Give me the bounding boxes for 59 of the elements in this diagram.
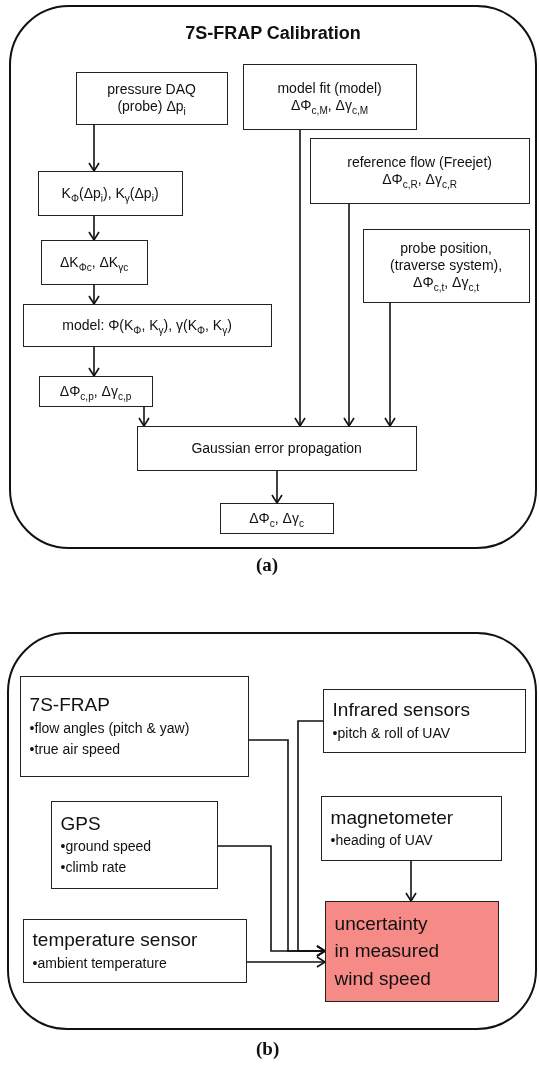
panel-frame (7, 632, 537, 1030)
process-box (320, 795, 502, 861)
arrow (88, 346, 100, 377)
box-text: reference flow (Freejet) (346, 153, 493, 171)
process-box (19, 675, 249, 777)
arrow (217, 845, 326, 957)
box-text: probe position, (traverse system), (389, 240, 504, 274)
arrow (405, 860, 417, 902)
result-box (324, 900, 499, 1002)
arrow (88, 215, 100, 241)
formula-text: ΔΦ$_{c,t}$, Δγ$_{c,t}$ (412, 274, 481, 291)
box-text: pressure DAQ (probe) Δp$_{i}$ (106, 81, 197, 115)
box-text: model: Φ(K$_{Φ}$, K$_{γ}$), γ(K$_{Φ}$, K$_{γ}$) (61, 316, 233, 334)
arrow (88, 284, 100, 305)
arrow (271, 470, 283, 504)
process-box (219, 502, 334, 534)
process-box (309, 137, 530, 204)
panel-title: 7S-FRAP Calibration (185, 23, 361, 45)
arrow (343, 203, 355, 427)
box-text: magnetometer (330, 805, 454, 830)
box-text: ΔΦ$_{c}$, Δγ$_{c}$ (248, 509, 305, 527)
bullet-text: •ambient temperature (32, 953, 167, 973)
process-box (22, 303, 272, 347)
bullet-text: •pitch & roll of UAV (332, 723, 451, 743)
formula-text: ΔΦ$_{c,M}$, Δγ$_{c,M}$ (290, 96, 370, 114)
arrow (384, 302, 396, 427)
arrow (88, 124, 100, 172)
arrow (294, 129, 306, 427)
panel-label: (b) (256, 1038, 280, 1060)
arrow (138, 406, 150, 427)
box-text: ΔK$_{Φc}$, ΔK$_{γc}$ (58, 253, 130, 271)
process-box (362, 228, 530, 303)
bullet-text: •ground speed (60, 837, 152, 857)
panel-label: (a) (256, 554, 279, 576)
panel-frame (9, 5, 537, 549)
bullet-text: •flow angles (pitch & yaw) (29, 718, 190, 738)
process-box (38, 375, 153, 407)
process-box (136, 425, 417, 471)
process-box (40, 239, 148, 285)
bullet-text: •climb rate (60, 858, 127, 878)
process-box (242, 63, 417, 130)
box-text: model fit (model) (276, 79, 383, 97)
box-text: temperature sensor (32, 928, 198, 953)
box-text: Gaussian error propagation (190, 439, 363, 457)
box-text: GPS (60, 811, 101, 836)
box-text: 7S-FRAP (29, 693, 110, 718)
process-box (50, 800, 218, 889)
process-box (37, 170, 183, 216)
process-box (75, 71, 228, 125)
process-box (22, 918, 247, 983)
box-text: Infrared sensors (332, 698, 470, 723)
arrow (246, 956, 326, 968)
bullet-text: •true air speed (29, 739, 121, 759)
bullet-text: •heading of UAV (330, 831, 433, 851)
box-text: ΔΦ$_{c,p}$, Δγ$_{c,p}$ (58, 382, 133, 400)
box-text: uncertainty in measured wind speed (334, 911, 441, 991)
process-box (322, 688, 526, 753)
formula-text: ΔΦ$_{c,R}$, Δγ$_{c,R}$ (381, 170, 459, 188)
box-text: K$_{Φ}$(Δp$_{i}$), K$_{γ}$(Δp$_{i}$) (60, 184, 160, 202)
